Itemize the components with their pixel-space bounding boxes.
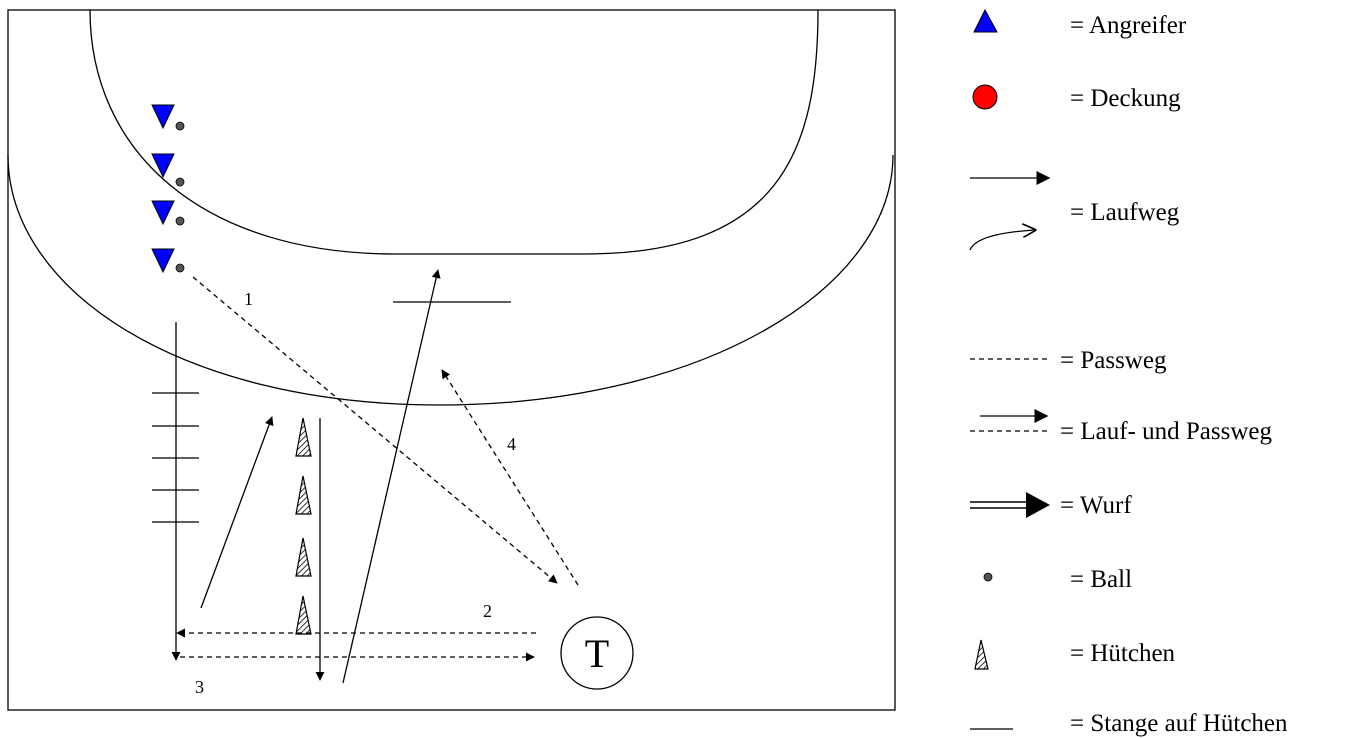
legend-angreifer: = Angreifer: [1070, 12, 1187, 39]
legend-ball: = Ball: [1070, 566, 1132, 593]
coach-label: T: [585, 631, 609, 676]
ball-dot-icon: [983, 572, 993, 582]
run-path-curved-icon: [969, 230, 1035, 251]
ball-2: [175, 177, 185, 187]
shot-double-arrow-icon: [970, 492, 1050, 518]
legend: = Angreifer = Deckung = Laufweg = Passwe…: [969, 8, 1288, 737]
cone-icon: [974, 639, 989, 670]
run-path-to-goal: [342, 269, 441, 684]
legend-lauf-passweg: = Lauf- und Passweg: [1060, 418, 1272, 445]
court-border: [7, 9, 896, 711]
free-throw-line: [7, 154, 894, 406]
cone-1: [295, 417, 312, 457]
balls: [175, 121, 185, 273]
pass-path-4: [441, 369, 579, 586]
attacker-triangle-icon: [973, 8, 998, 33]
attacker-4: [151, 248, 175, 274]
coach-circle: [560, 616, 634, 690]
legend-laufweg: = Laufweg: [1070, 199, 1180, 226]
legend-huetchen: = Hütchen: [1070, 640, 1176, 667]
attackers: [151, 104, 175, 274]
legend-wurf: = Wurf: [1060, 492, 1132, 519]
step-label-3: 3: [195, 677, 204, 697]
step-label-4: 4: [507, 434, 516, 454]
cone-3: [295, 537, 312, 577]
attacker-3: [151, 200, 175, 226]
attacker-2: [151, 153, 175, 179]
defender-circle-icon: [972, 84, 998, 110]
pass-path-1: [192, 276, 558, 584]
step-labels: 1 2 3 4: [195, 289, 516, 697]
step-label-2: 2: [483, 601, 492, 621]
paths: [171, 269, 579, 684]
run-path-up: [200, 416, 274, 609]
court: [7, 9, 896, 711]
attacker-1: [151, 104, 175, 130]
cone-4: [295, 595, 312, 635]
ball-4: [175, 263, 185, 273]
legend-deckung: = Deckung: [1070, 85, 1181, 112]
coach: T: [560, 616, 634, 690]
step-label-1: 1: [244, 289, 253, 309]
goal-area-line: [89, 9, 819, 255]
cones: [295, 417, 312, 635]
run-and-pass-path-icon: [970, 409, 1050, 432]
ball-1: [175, 121, 185, 131]
legend-passweg: = Passweg: [1060, 347, 1167, 374]
ball-3: [175, 216, 185, 226]
legend-stange: = Stange auf Hütchen: [1070, 710, 1288, 737]
cone-2: [295, 475, 312, 515]
